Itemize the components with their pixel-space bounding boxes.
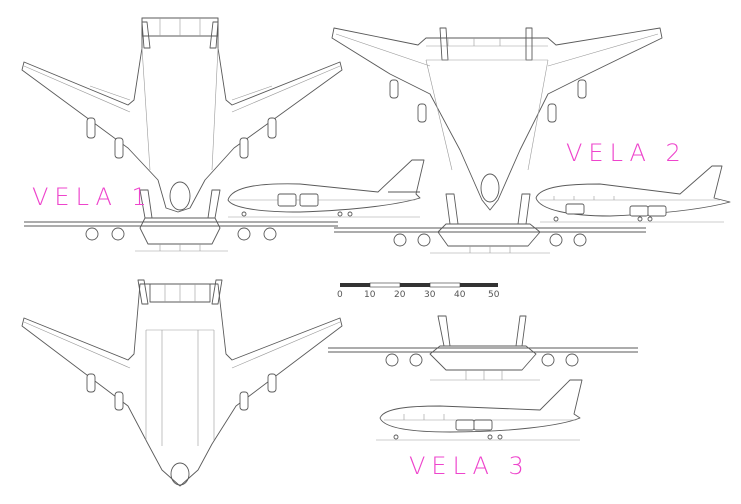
vela1-front-view xyxy=(24,189,338,252)
vela1-side-view xyxy=(227,159,425,218)
vela-2-label: VELA 2 xyxy=(566,139,687,167)
scale-tick-label: 40 xyxy=(454,290,466,300)
vela2-top-view xyxy=(331,27,663,211)
vela3-side-view xyxy=(376,379,583,441)
scale-tick-label: 20 xyxy=(394,290,406,300)
scale-tick-label: 50 xyxy=(488,290,500,300)
scale-tick-label: 10 xyxy=(364,290,376,300)
vela2-side-view xyxy=(535,165,731,223)
vela3-front-view xyxy=(328,315,638,381)
vela2-front-view xyxy=(334,193,646,254)
scale-bar xyxy=(340,282,498,288)
scale-tick-label: 0 xyxy=(337,290,343,300)
vela-3-label: VELA 3 xyxy=(409,452,530,480)
vela-1-label: VELA 1 xyxy=(32,183,153,211)
scale-tick-label: 30 xyxy=(424,290,436,300)
vela3-top-view xyxy=(21,279,343,487)
vela1-top-view xyxy=(21,17,343,213)
